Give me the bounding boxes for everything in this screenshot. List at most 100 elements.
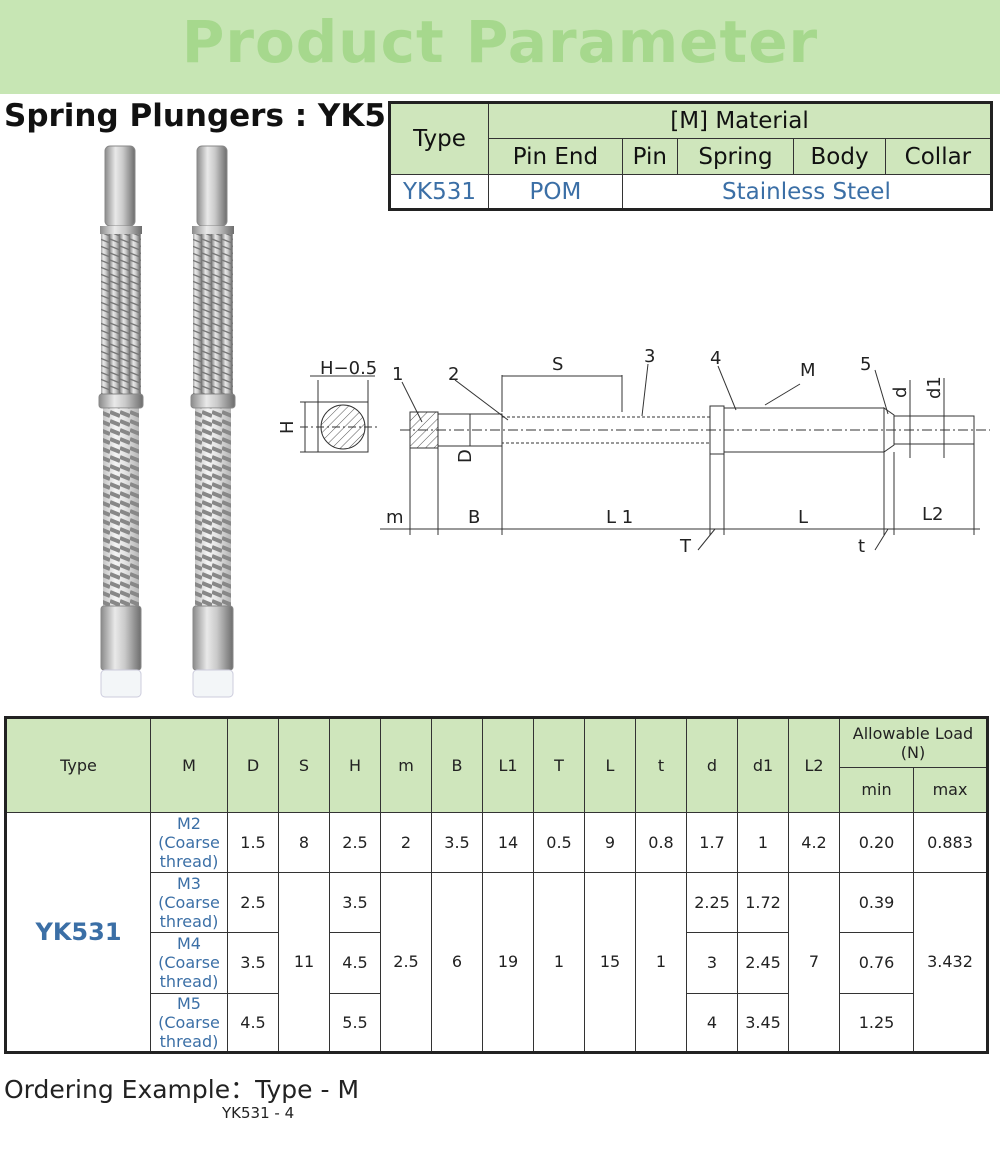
- product-title: Spring Plungers : YK531: [4, 98, 430, 134]
- cell-T: 0.5: [533, 811, 585, 873]
- cell-S: 8: [278, 811, 330, 873]
- label-D: D: [455, 449, 476, 463]
- cell-H: 4.5: [329, 932, 381, 994]
- label-4: 4: [710, 348, 721, 369]
- type-cell: YK531: [5, 811, 151, 1054]
- label-d1: d1: [924, 376, 945, 399]
- cell-min: 0.39: [839, 871, 914, 934]
- label-H: H: [277, 420, 298, 434]
- cell-d: 2.25: [686, 871, 738, 934]
- cell-t: 0.8: [635, 811, 687, 873]
- mat-material-header: [M] Material: [488, 102, 992, 139]
- cell-L1-merged: 19: [482, 871, 534, 1054]
- product-photos: [98, 145, 236, 698]
- cell-d: 3: [686, 932, 738, 994]
- cell-H: 2.5: [329, 811, 381, 873]
- cell-L1: 14: [482, 811, 534, 873]
- label-d: d: [890, 387, 911, 398]
- header-load-min: min: [839, 767, 914, 813]
- cell-L-merged: 15: [584, 871, 636, 1054]
- mat-type-header: Type: [389, 102, 489, 175]
- end-view: [300, 375, 380, 453]
- header-T: T: [533, 717, 585, 813]
- technical-drawing: H−0.5 H 1 2 3 4 5 S: [277, 346, 990, 557]
- header-m: m: [380, 717, 432, 813]
- label-5: 5: [860, 354, 871, 375]
- cell-d: 4: [686, 992, 738, 1054]
- label-T: T: [679, 536, 692, 557]
- cell-t-merged: 1: [635, 871, 687, 1054]
- banner-title: Product Parameter: [181, 8, 819, 76]
- header-t: t: [635, 717, 687, 813]
- header-L: L: [584, 717, 636, 813]
- header-D: D: [227, 717, 279, 813]
- mat-row-pin-end: POM: [488, 174, 623, 210]
- spec-table: Type M D S H m B L1 T L t d d1 L2 Allowa…: [4, 716, 989, 1054]
- header-B: B: [431, 717, 483, 813]
- plunger-photo-2: [190, 145, 236, 698]
- label-h-minus: H−0.5: [320, 358, 377, 379]
- cell-m: 2: [380, 811, 432, 873]
- cell-S-merged: 11: [278, 871, 330, 1054]
- header-L1: L1: [482, 717, 534, 813]
- cell-D: 2.5: [227, 871, 279, 934]
- cell-H: 3.5: [329, 871, 381, 934]
- cell-T-merged: 1: [533, 871, 585, 1054]
- cell-min: 0.76: [839, 932, 914, 994]
- cell-d1: 1: [737, 811, 789, 873]
- ordering-example-value: YK531 - 4: [222, 1104, 295, 1122]
- header-load-max: max: [913, 767, 988, 813]
- label-m: m: [386, 507, 404, 528]
- label-1: 1: [392, 364, 403, 385]
- header-d: d: [686, 717, 738, 813]
- mat-col-collar: Collar: [884, 138, 993, 175]
- ordering-example-label: Ordering Example：Type - M: [4, 1075, 360, 1104]
- label-L: L: [798, 507, 808, 528]
- label-B: B: [468, 507, 480, 528]
- material-table: Type [M] Material Pin End Pin Spring Bod…: [388, 101, 993, 211]
- cell-L2-merged: 7: [788, 871, 840, 1054]
- cell-m-merged: 2.5: [380, 871, 432, 1054]
- cell-B-merged: 6: [431, 871, 483, 1054]
- header-banner: Product Parameter: [0, 0, 1000, 94]
- cell-L2: 4.2: [788, 811, 840, 873]
- side-view: [380, 363, 990, 551]
- cell-D: 1.5: [227, 811, 279, 873]
- mat-row-rest: Stainless Steel: [621, 174, 993, 210]
- cell-max: 0.883: [913, 811, 988, 873]
- label-L1: L 1: [606, 507, 633, 528]
- header-allowable-load: Allowable Load (N): [839, 716, 988, 769]
- label-M: M: [800, 360, 816, 381]
- label-2: 2: [448, 364, 459, 385]
- mat-row-type: YK531: [389, 174, 489, 210]
- cell-D: 4.5: [227, 992, 279, 1054]
- mat-col-spring: Spring: [676, 138, 795, 175]
- header-S: S: [278, 717, 330, 813]
- cell-d1: 1.72: [737, 871, 789, 934]
- cell-max-merged: 3.432: [913, 871, 988, 1054]
- plunger-photo-1: [98, 145, 144, 698]
- cell-L: 9: [584, 811, 636, 873]
- cell-d1: 2.45: [737, 932, 789, 994]
- label-L2: L2: [922, 504, 943, 525]
- header-d1: d1: [737, 717, 789, 813]
- mat-col-body: Body: [793, 138, 886, 175]
- header-H: H: [329, 717, 381, 813]
- cell-d1: 3.45: [737, 992, 789, 1054]
- cell-d: 1.7: [686, 811, 738, 873]
- cell-B: 3.5: [431, 811, 483, 873]
- label-S: S: [552, 354, 563, 375]
- mat-col-pin-end: Pin End: [488, 138, 623, 175]
- cell-min: 1.25: [839, 992, 914, 1054]
- label-t: t: [858, 536, 865, 557]
- header-type: Type: [5, 717, 151, 813]
- cell-D: 3.5: [227, 932, 279, 994]
